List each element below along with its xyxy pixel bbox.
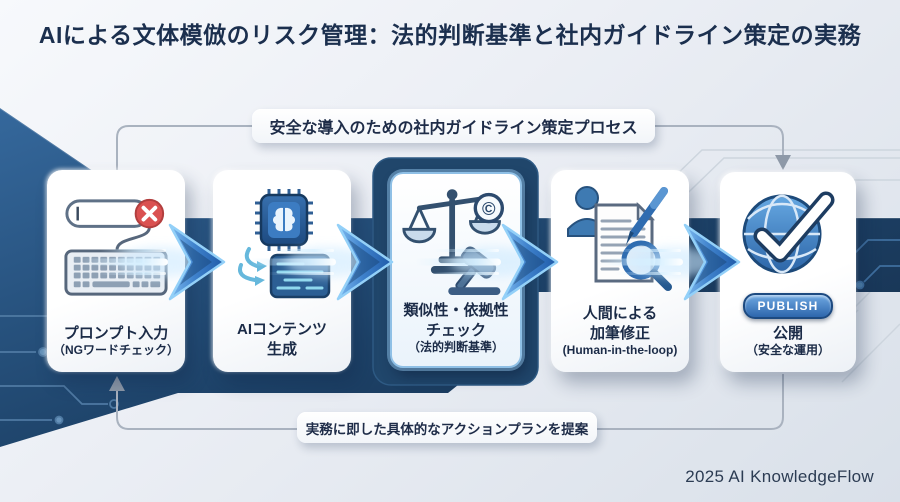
step-sublabel: (Human-in-the-loop) xyxy=(562,343,678,358)
step-legal-check: © 類似性・依拠性 チェック （法的判断基準） xyxy=(390,172,522,368)
publish-badge: PUBLISH xyxy=(743,292,833,319)
credit-text: 2025 AI KnowledgeFlow xyxy=(685,467,874,486)
step-label: 類似性・依拠性 xyxy=(403,302,509,320)
step-prompt-input: プロンプト入力 （NGワードチェック） xyxy=(47,170,185,372)
globe-publish-check-icon xyxy=(720,172,856,292)
action-banner: 実務に即した具体的なアクションプランを提案 xyxy=(297,412,597,443)
action-line-left xyxy=(116,390,297,430)
feedback-connector-lines xyxy=(116,125,784,430)
page-title: AIによる文体模倣のリスク管理：法的判断基準と社内ガイドライン策定の実務 xyxy=(38,22,862,48)
step-label: プロンプト入力 xyxy=(63,324,169,342)
step-label-line2: チェック xyxy=(425,321,486,339)
human-review-document-icon xyxy=(551,170,689,304)
process-banner: 安全な導入のための社内ガイドライン策定プロセス xyxy=(252,109,655,143)
step-publish: PUBLISH 公開 （安全な運用） xyxy=(720,172,856,372)
step-ai-generation: AIコンテンツ 生成 xyxy=(213,170,351,372)
guideline-loop-line-left xyxy=(116,125,253,212)
guideline-line-right xyxy=(655,125,784,156)
copyright-symbol: © xyxy=(482,198,496,219)
process-banner-label: 安全な導入のための社内ガイドライン策定プロセス xyxy=(269,120,638,137)
step-sublabel: （安全な運用） xyxy=(745,343,830,358)
step-label: AIコンテンツ xyxy=(236,321,327,338)
keyboard-ng-check-icon xyxy=(47,170,185,324)
legal-scales-copyright-icon: © xyxy=(392,174,520,301)
action-line-right xyxy=(597,374,784,430)
step-label: 公開 xyxy=(772,324,803,342)
up-arrowhead-icon xyxy=(109,376,125,391)
step-sublabel: （法的判断基準） xyxy=(407,340,504,355)
step-label: 人間による xyxy=(582,305,658,323)
step-sublabel: （NGワードチェック） xyxy=(52,343,179,358)
step-label-line2: 生成 xyxy=(266,340,297,358)
step-label-line2: 加筆修正 xyxy=(589,324,650,342)
action-banner-label: 実務に即した具体的なアクションプランを提案 xyxy=(305,421,589,437)
step-human-review: 人間による 加筆修正 (Human-in-the-loop) xyxy=(551,170,689,372)
down-arrowhead-icon xyxy=(775,155,791,170)
ai-chip-generation-icon xyxy=(213,170,351,320)
